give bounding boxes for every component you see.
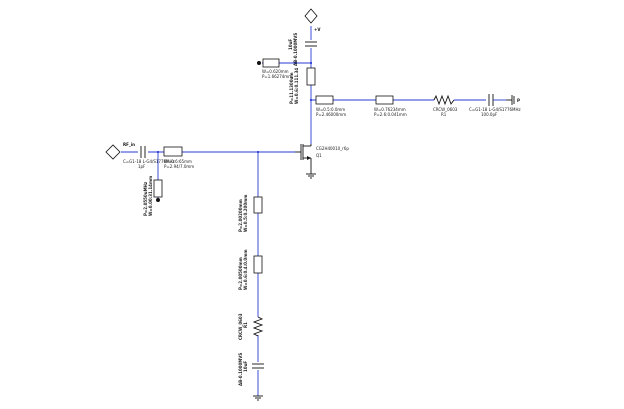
input-stub-label-1: P=2.0550uMHz	[143, 181, 148, 216]
gate-resistor-label-1: CRCW_0603	[238, 313, 243, 340]
transistor-symbol[interactable]	[295, 144, 312, 174]
output-port-label: P	[517, 98, 520, 103]
wires	[121, 26, 488, 396]
drain-line-label-1: P=11.1300um	[289, 72, 294, 104]
drain-bypass-capacitor[interactable]	[305, 40, 317, 48]
output-resistor-label-2: R1	[441, 112, 447, 117]
gate-bias-resistor[interactable]	[252, 316, 264, 337]
drain-supply-label: +V	[314, 27, 321, 32]
input-shunt-stub-end	[156, 198, 160, 202]
input-line-p: P=2.94/7.0mm	[164, 164, 194, 169]
output-line2-p: P=2.6:0.041mm	[374, 112, 407, 117]
input-stub-label-2: W=0.00:31.14mm	[148, 176, 153, 216]
gate-line2-label-1: P=2.00500mm	[238, 257, 243, 290]
drain-bias-stub[interactable]	[262, 58, 280, 68]
gate-ground-icon	[253, 395, 263, 401]
gate-bias-line-2[interactable]	[253, 255, 263, 274]
gate-cap-label-1: AB-0.1000MVS	[238, 353, 243, 386]
gate-bias-capacitor[interactable]	[252, 362, 264, 370]
output-line1-p: P=2.46000mm	[316, 112, 346, 117]
input-line-w: W=0.6:65mm	[164, 159, 192, 164]
transistor-ref: Q1	[316, 153, 322, 158]
output-resistor[interactable]	[433, 94, 455, 106]
output-cap-label-1: C=G1-18 L-G4/S1776MHz	[469, 107, 521, 112]
transistor-model: CG2H40010_r6p	[316, 146, 349, 151]
gate-line1-label-1: P=2.00200mm	[238, 199, 243, 232]
output-line2-w: W=0.76234mm	[374, 107, 406, 112]
drain-series-line[interactable]	[306, 67, 316, 86]
gate-line1-label-2: W=0.5:0.200mm	[243, 195, 248, 232]
input-series-line[interactable]	[163, 146, 183, 157]
output-cap-label-2: 100.0pF	[481, 112, 498, 117]
junctions	[156, 61, 313, 154]
input-shunt-stub[interactable]	[153, 179, 163, 198]
output-line-1[interactable]	[315, 95, 334, 105]
source-ground-icon	[306, 173, 316, 179]
drain-supply-diamond[interactable]	[304, 8, 318, 24]
input-port[interactable]: RF_in	[105, 142, 135, 160]
output-line-2[interactable]	[375, 95, 394, 105]
gate-resistor-label-2: R1	[243, 322, 248, 328]
gate-line2-label-2: W=0.6:0.4:0.0mm	[243, 249, 248, 290]
drain-line-label-2: W=0.6:0.111.34	[294, 68, 299, 104]
drain-cap-label-1: 10uF	[288, 39, 293, 50]
drain-bias-stub-end	[257, 61, 261, 65]
drain-stub-w: W=0.620mm	[262, 69, 289, 74]
input-port-label: RF_in	[123, 142, 135, 147]
drain-stub-p: P=1.66274mm	[262, 74, 292, 79]
input-cap-label-2: 1pF	[138, 164, 146, 169]
input-port-diamond[interactable]	[105, 144, 121, 160]
gate-cap-label-2: 10uF	[243, 361, 248, 372]
gate-bias-line-1[interactable]	[253, 196, 263, 214]
output-resistor-label-1: CRCW_0603	[433, 107, 458, 112]
output-port[interactable]	[506, 95, 515, 105]
drain-cap-label-2: AB-0.1000MVS	[293, 33, 298, 66]
input-cap-label-1: C=G1-18 L-G4/S1776MHz	[123, 159, 175, 164]
drain-supply-port[interactable]: +V	[304, 8, 321, 32]
input-dc-block-capacitor[interactable]	[138, 146, 148, 158]
output-line1-w: W=0.5:0.0mm	[316, 107, 345, 112]
